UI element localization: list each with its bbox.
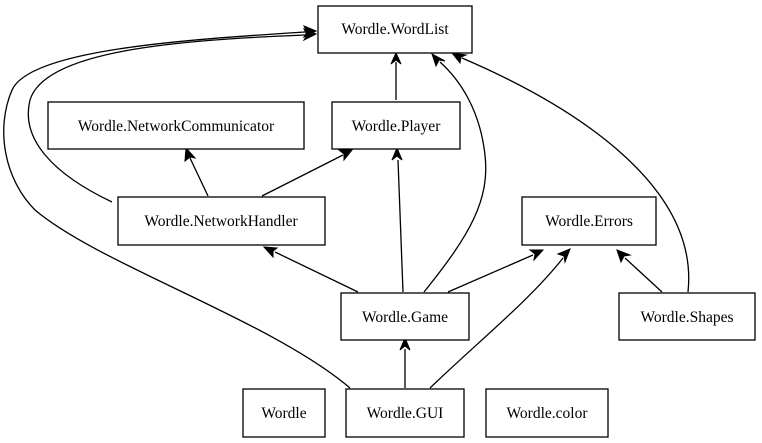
node-player-label: Wordle.Player bbox=[352, 118, 442, 135]
edge-gui-to-game bbox=[399, 336, 411, 388]
node-player: Wordle.Player bbox=[331, 101, 461, 150]
node-wordle: Wordle bbox=[242, 388, 326, 438]
edge-shapes-to-errors bbox=[616, 249, 663, 293]
edge-gui-to-errors bbox=[429, 248, 571, 389]
node-color: Wordle.color bbox=[485, 388, 609, 438]
edge-player-to-wordlist bbox=[390, 51, 402, 100]
node-shapes-label: Wordle.Shapes bbox=[640, 309, 733, 326]
node-shapes: Wordle.Shapes bbox=[618, 292, 756, 341]
node-wordlist: Wordle.WordList bbox=[317, 5, 473, 54]
edge-shapes-to-wordlist bbox=[450, 52, 690, 293]
edge-game-to-player bbox=[391, 146, 404, 293]
node-color-label: Wordle.color bbox=[507, 405, 589, 422]
node-game: Wordle.Game bbox=[340, 292, 470, 341]
node-network-handler-label: Wordle.NetworkHandler bbox=[144, 213, 298, 230]
node-network-communicator: Wordle.NetworkCommunicator bbox=[47, 101, 305, 150]
node-wordlist-label: Wordle.WordList bbox=[341, 21, 449, 38]
node-errors: Wordle.Errors bbox=[521, 196, 657, 246]
node-network-communicator-label: Wordle.NetworkCommunicator bbox=[78, 118, 275, 135]
node-gui-label: Wordle.GUI bbox=[367, 405, 444, 422]
edge-gui-to-wordlist bbox=[3, 25, 351, 389]
node-network-handler: Wordle.NetworkHandler bbox=[117, 196, 326, 246]
node-wordle-label: Wordle bbox=[261, 405, 306, 422]
node-game-label: Wordle.Game bbox=[362, 309, 448, 326]
edge-game-to-errors bbox=[447, 249, 545, 293]
node-gui: Wordle.GUI bbox=[345, 388, 465, 438]
edge-networkhandler-to-networkcommunicator bbox=[184, 146, 209, 197]
edge-game-to-wordlist bbox=[423, 52, 487, 293]
edge-networkhandler-to-player bbox=[261, 149, 354, 197]
node-errors-label: Wordle.Errors bbox=[545, 213, 633, 230]
edge-game-to-networkhandler bbox=[262, 246, 359, 293]
